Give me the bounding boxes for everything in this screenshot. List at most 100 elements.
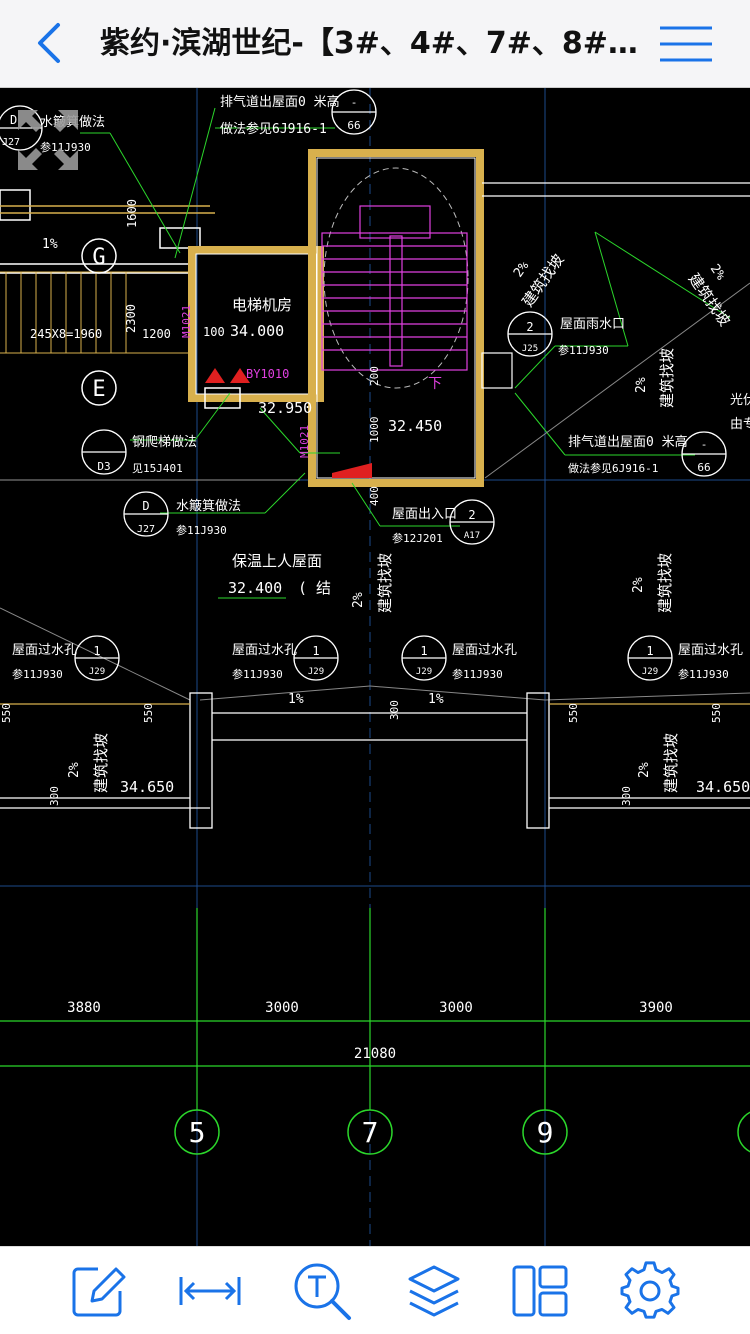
grid-bubble-g bbox=[81, 238, 117, 274]
label-ref-1-d: 1 bbox=[646, 644, 653, 658]
label-overflow-4-ref: 参11J930 bbox=[678, 667, 729, 681]
label-exhaust-ref-a-bot: 66 bbox=[347, 119, 360, 132]
leader-lines bbox=[80, 107, 731, 599]
label-exhaust-ref-b-top: - bbox=[701, 438, 708, 451]
axis-bubble-partial bbox=[737, 1111, 750, 1153]
label-exhaust-top-b: 排气道出屋面0 米高 bbox=[568, 434, 688, 450]
label-water-trough-a-ref: 参11J930 bbox=[40, 140, 91, 154]
label-ref-j27-b: J27 bbox=[137, 524, 155, 535]
label-dim-3000-a: 3000 bbox=[265, 1000, 299, 1016]
label-slope-2pct-mr: 2% bbox=[631, 577, 646, 593]
label-ref-d3: D3 bbox=[97, 460, 110, 473]
navigation-bar: 紫约·滨湖世纪-【3#、4#、7#、8#… bbox=[0, 0, 750, 88]
label-dim-550-d: 550 bbox=[710, 703, 723, 723]
label-dim-100: 100 bbox=[203, 325, 225, 339]
label-elev-34650-a: 34.650 bbox=[120, 778, 174, 796]
label-dim-300-b: 300 bbox=[48, 786, 61, 806]
label-down-mark: 下 bbox=[428, 376, 442, 392]
label-overflow-1: 屋面过水孔 bbox=[12, 643, 77, 658]
label-ref-j25: J25 bbox=[522, 344, 538, 354]
grid-label-e: E bbox=[92, 377, 105, 402]
label-overflow-3: 屋面过水孔 bbox=[452, 643, 517, 658]
label-ref-d-a: D bbox=[10, 113, 17, 127]
label-rain-outlet: 屋面雨水口 bbox=[560, 317, 625, 332]
label-axis-5: 5 bbox=[189, 1116, 206, 1149]
label-rain-outlet-ref: 参11J930 bbox=[558, 343, 609, 357]
page-title: 紫约·滨湖世纪-【3#、4#、7#、8#… bbox=[100, 26, 638, 61]
label-slope-1pct-left: 1% bbox=[42, 237, 58, 252]
label-dim-1000: 1000 bbox=[368, 417, 381, 444]
bottom-toolbar bbox=[0, 1246, 750, 1334]
grid-bubble-e bbox=[81, 370, 117, 406]
axis-bubble-5 bbox=[174, 1109, 220, 1155]
label-ref-j29-c: J29 bbox=[416, 667, 432, 677]
label-elev-1600: 1600 bbox=[125, 199, 139, 228]
stair-core bbox=[308, 149, 484, 487]
label-ref-a17: A17 bbox=[464, 531, 480, 541]
annotate-button[interactable] bbox=[66, 1261, 130, 1321]
label-ref-j29-b: J29 bbox=[308, 667, 324, 677]
label-door-m1021-a: M1021 bbox=[180, 305, 193, 338]
label-slope-text-br: 建筑找坡 bbox=[662, 733, 680, 793]
label-slope-2pct-tr1: 2% bbox=[511, 259, 532, 281]
label-steel-ladder: 钢爬梯做法 bbox=[132, 435, 197, 450]
label-ref-j27-a: J27 bbox=[2, 137, 20, 148]
slope-diagonals bbox=[0, 282, 750, 701]
cad-drawing-canvas[interactable]: G E bbox=[0, 88, 750, 1246]
fullscreen-toggle-icon[interactable] bbox=[18, 110, 78, 170]
label-overflow-2-ref: 参11J930 bbox=[232, 667, 283, 681]
chevron-left-icon bbox=[38, 23, 60, 63]
right-roof-lines bbox=[0, 182, 750, 481]
layers-button[interactable] bbox=[402, 1261, 466, 1321]
reference-circles bbox=[0, 89, 727, 681]
label-slope-2pct-br: 2% bbox=[637, 762, 652, 778]
menu-button[interactable] bbox=[656, 20, 716, 68]
label-dim-2300: 2300 bbox=[124, 304, 138, 333]
label-stair-dims: 245X8=1960 bbox=[30, 327, 102, 341]
settings-button[interactable] bbox=[618, 1261, 682, 1321]
label-exhaust-top-a: 排气道出屋面0 米高 bbox=[220, 94, 340, 110]
label-steel-ladder-ref: 见15J401 bbox=[132, 462, 183, 475]
layout-button[interactable] bbox=[508, 1261, 572, 1321]
label-slope-2pct-r: 2% bbox=[634, 377, 649, 393]
label-dim-3000-b: 3000 bbox=[439, 1000, 473, 1016]
axis-bubble-9 bbox=[522, 1109, 568, 1155]
label-elev-32450: 32.450 bbox=[388, 417, 442, 435]
back-button[interactable] bbox=[24, 18, 74, 68]
drawing-svg[interactable]: G E bbox=[0, 88, 750, 1246]
label-slope-1pct-a: 1% bbox=[288, 692, 304, 707]
label-exhaust-ref-b-bot: 66 bbox=[697, 461, 710, 474]
label-axis-7: 7 bbox=[362, 1116, 379, 1149]
label-exhaust-note-a: 做法参见6J916-1 bbox=[220, 121, 327, 137]
label-ref-1-a: 1 bbox=[93, 644, 100, 658]
label-elevator-room: 电梯机房 bbox=[232, 296, 292, 314]
label-ref-1-c: 1 bbox=[420, 644, 427, 658]
label-slope-text-tr1: 建筑找坡 bbox=[519, 251, 568, 310]
hamburger-menu-icon bbox=[660, 26, 712, 62]
label-axis-9: 9 bbox=[537, 1116, 554, 1149]
layers-icon bbox=[408, 1265, 460, 1317]
layout-panels-icon bbox=[512, 1265, 568, 1317]
label-dim-550-c: 550 bbox=[567, 703, 580, 723]
label-water-trough-b-ref: 参11J930 bbox=[176, 523, 227, 537]
text-search-button[interactable] bbox=[290, 1261, 354, 1321]
label-slope-text-r: 建筑找坡 bbox=[658, 348, 676, 408]
label-exhaust-note-b: 做法参见6J916-1 bbox=[568, 461, 658, 475]
measure-button[interactable] bbox=[178, 1261, 242, 1321]
label-exhaust-ref-a-top: - bbox=[351, 96, 358, 109]
label-slope-text-mid: 建筑找坡 bbox=[376, 553, 394, 613]
label-ref-2-a: 2 bbox=[468, 508, 475, 522]
label-dim-400: 400 bbox=[368, 486, 381, 506]
label-overflow-1-ref: 参11J930 bbox=[12, 667, 63, 681]
axis-bubble-7 bbox=[347, 1109, 393, 1155]
label-dim-1200: 1200 bbox=[142, 327, 171, 341]
label-partial-right: 光伏 bbox=[730, 393, 750, 408]
label-water-trough-b: 水簸箕做法 bbox=[176, 498, 241, 514]
label-roof-exit: 屋面出入口 bbox=[392, 507, 457, 522]
text-search-icon bbox=[294, 1263, 351, 1320]
label-by1010: BY1010 bbox=[246, 367, 289, 381]
label-elev-34650-b: 34.650 bbox=[696, 778, 750, 796]
label-slope-2pct-tr2: 2% bbox=[707, 262, 728, 284]
label-elev-32400: 32.400 bbox=[228, 579, 282, 597]
label-elev-34000: 34.000 bbox=[230, 322, 284, 340]
